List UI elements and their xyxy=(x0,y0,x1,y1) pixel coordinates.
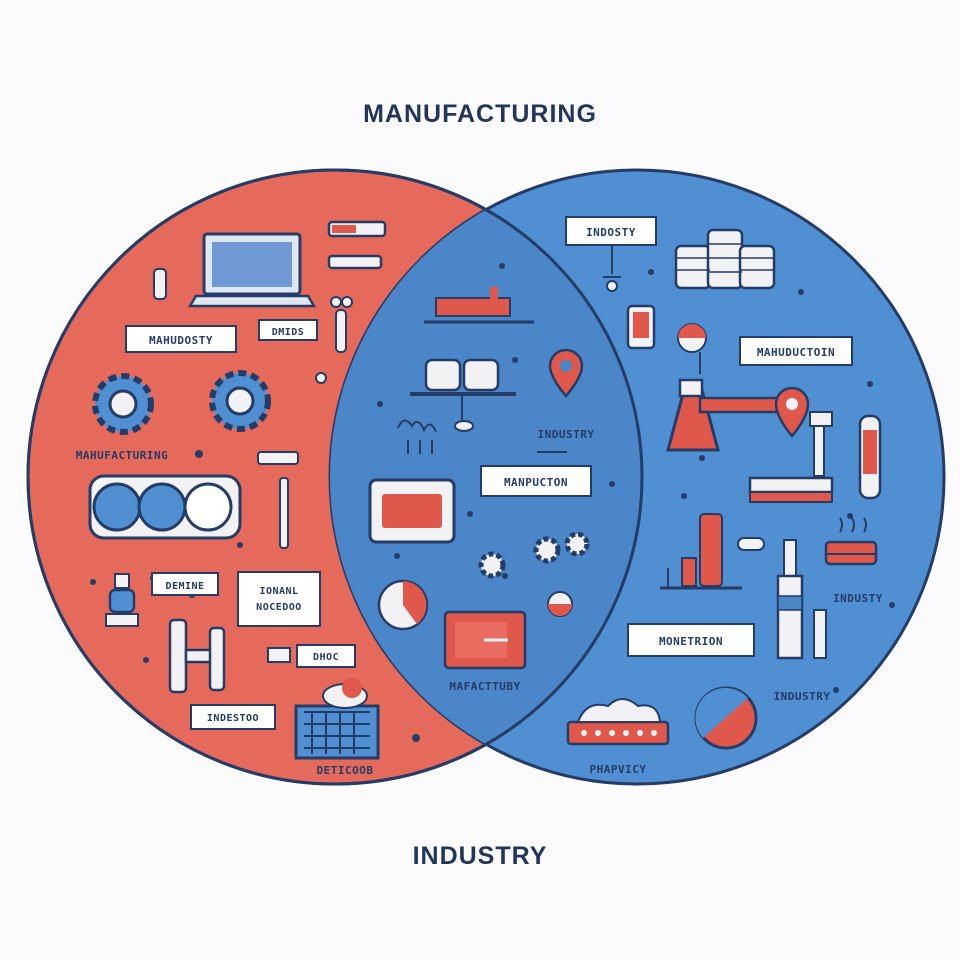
boxed-label: DMIDS xyxy=(258,319,318,341)
cylinder-icon xyxy=(858,414,882,500)
platform-icon xyxy=(748,476,834,503)
svg-text:IONANL: IONANL xyxy=(259,586,298,597)
region-label: DETICOOB xyxy=(317,764,374,777)
control-panel-icon xyxy=(368,478,456,544)
database-icon xyxy=(410,358,516,432)
machine-box-icon xyxy=(443,610,527,670)
wrench-icon xyxy=(330,296,353,353)
svg-text:DMIDS: DMIDS xyxy=(272,327,305,338)
plant-icon xyxy=(397,419,437,454)
gauge-ball-icon xyxy=(547,591,573,617)
boxed-label: DEMINE xyxy=(151,572,219,596)
label-leaders xyxy=(537,244,701,453)
conveyor-icon xyxy=(566,698,670,746)
boxed-label: INDESTOO xyxy=(190,704,276,730)
boxed-label: MONETRION xyxy=(627,623,755,657)
region-label: INDUSTRY xyxy=(774,690,831,703)
boxed-label: DHOC xyxy=(296,644,356,668)
rod-icon xyxy=(279,477,289,549)
diagram-title-top: MANUFACTURING xyxy=(363,100,597,128)
phone-icon xyxy=(626,304,656,350)
region-label: MAHUFACTURING xyxy=(76,449,169,462)
boxed-label: MANPUCTON xyxy=(480,465,592,497)
bolt-icon xyxy=(257,451,299,465)
oil-pump-icon xyxy=(666,378,794,452)
tower-icon xyxy=(776,539,827,660)
svg-text:MONETRION: MONETRION xyxy=(659,635,723,648)
factory-icon xyxy=(294,678,380,760)
svg-text:DHOC: DHOC xyxy=(313,652,339,663)
gear-icon xyxy=(478,531,590,579)
boxed-label: INDOSTY xyxy=(565,216,657,246)
pie-chart-icon xyxy=(377,579,429,631)
location-pin-icon xyxy=(774,386,810,438)
diagram-title-bottom: INDUSTRY xyxy=(412,842,548,870)
region-label: INDUSTRY xyxy=(538,428,595,441)
coin-stack-icon xyxy=(674,228,776,290)
boxed-label: MAHUDUCTOIN xyxy=(739,336,853,366)
gear-icon xyxy=(209,370,271,432)
boxed-label: IONANL NOCEDOO xyxy=(237,571,321,627)
pipe-icon xyxy=(809,411,833,477)
svg-text:NOCEDOO: NOCEDOO xyxy=(256,602,302,613)
battery-icon xyxy=(327,220,387,270)
svg-text:DEMINE: DEMINE xyxy=(165,581,204,592)
bar-chart-icon xyxy=(660,513,742,590)
region-label: MAFACTTUBY xyxy=(449,680,520,693)
ball-icon xyxy=(677,323,707,353)
svg-text:INDESTOO: INDESTOO xyxy=(207,713,259,724)
valve-icon xyxy=(105,573,139,627)
boxed-label: MAHUDOSTY xyxy=(125,325,237,353)
cylinder-icon xyxy=(153,268,167,300)
bolt-icon xyxy=(267,647,291,663)
decor-dots xyxy=(606,269,895,693)
rail-cart-icon xyxy=(424,287,534,324)
svg-text:MAHUDUCTOIN: MAHUDUCTOIN xyxy=(757,346,835,359)
region-label: INDUSTY xyxy=(833,592,883,605)
region-label: PHAPVICY xyxy=(590,763,647,776)
bearing-block-icon xyxy=(88,474,242,540)
svg-text:MAHUDOSTY: MAHUDOSTY xyxy=(149,334,213,347)
gear-icon xyxy=(92,373,154,435)
location-pin-icon xyxy=(548,348,584,398)
disc-icon xyxy=(694,686,758,750)
pill-icon xyxy=(737,537,765,551)
left-circle-outline xyxy=(26,168,644,786)
svg-text:MANPUCTON: MANPUCTON xyxy=(504,476,568,489)
decor-dots xyxy=(377,263,518,579)
heater-icon xyxy=(824,517,878,566)
pipe-connector-icon xyxy=(168,618,226,694)
laptop-icon xyxy=(187,232,317,308)
svg-text:INDOSTY: INDOSTY xyxy=(586,226,636,239)
